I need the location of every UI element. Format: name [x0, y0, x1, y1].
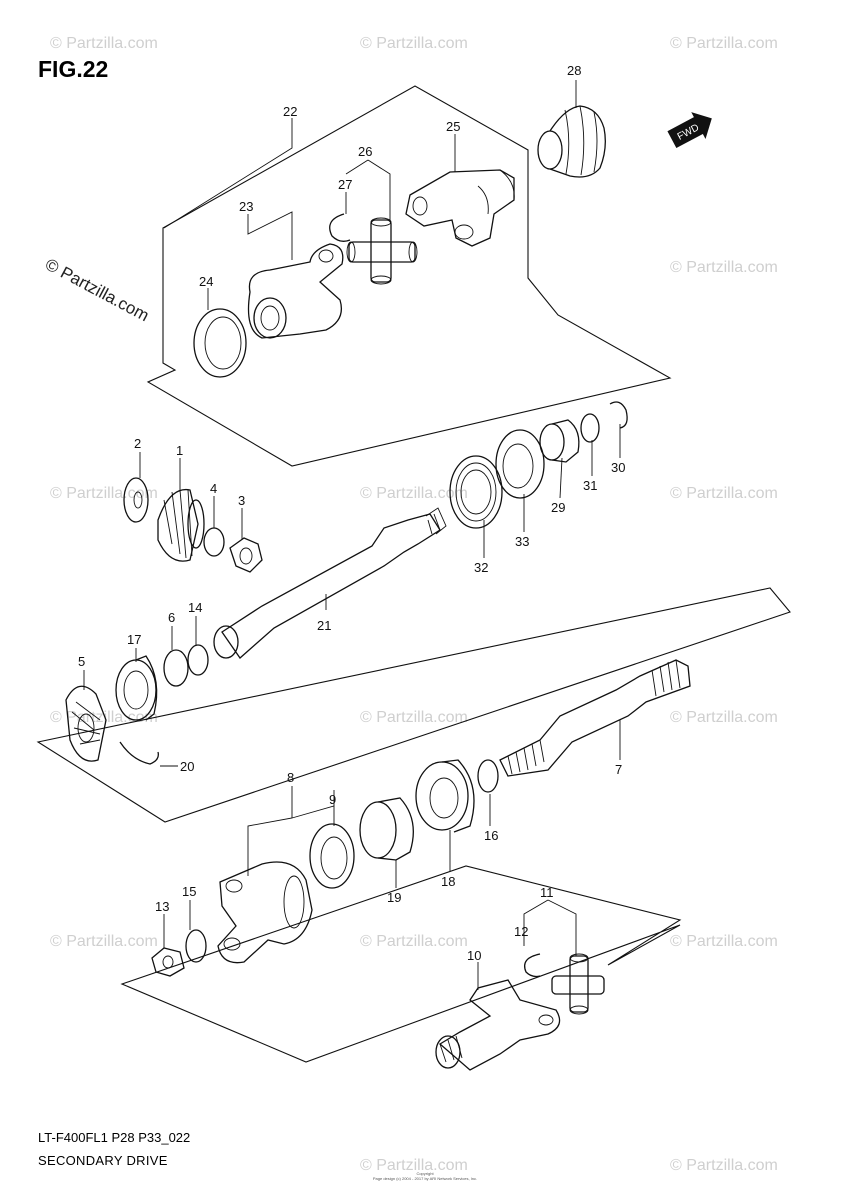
part-24-oil-seal — [193, 308, 247, 378]
part-9-seal — [309, 823, 355, 889]
part-23-yoke — [247, 243, 344, 339]
callout-32: 32 — [474, 560, 488, 575]
part-27-circlip — [329, 213, 351, 242]
callout-14: 14 — [188, 600, 202, 615]
callout-19: 19 — [387, 890, 401, 905]
part-33-seal — [495, 429, 545, 499]
part-1-bevel-gear — [157, 488, 205, 562]
assembly-frame-middle — [36, 587, 791, 823]
part-31-washer — [580, 413, 600, 443]
part-4-washer — [203, 527, 225, 557]
callout-7: 7 — [615, 762, 622, 777]
watermark-main: © Partzilla.com — [42, 255, 152, 326]
part-14-spacer — [187, 644, 209, 676]
watermark: © Partzilla.com — [360, 709, 468, 726]
part-29-spacer — [539, 419, 580, 463]
fwd-arrow-icon: FWD — [667, 112, 712, 149]
part-12-circlip — [523, 953, 541, 978]
callout-17: 17 — [127, 632, 141, 647]
model-code: LT-F400FL1 P28 P33_022 — [38, 1130, 191, 1145]
watermark: © Partzilla.com — [670, 1157, 778, 1174]
assembly-frame-upper — [146, 85, 672, 467]
watermark: © Partzilla.com — [50, 485, 158, 502]
part-18-bearing — [415, 759, 475, 833]
callout-24: 24 — [199, 274, 213, 289]
watermark: © Partzilla.com — [50, 933, 158, 950]
part-11-spider-cross — [551, 953, 605, 1015]
callout-15: 15 — [182, 884, 196, 899]
watermark: © Partzilla.com — [50, 35, 158, 52]
part-25-yoke — [405, 169, 515, 247]
watermark: © Partzilla.com — [360, 35, 468, 52]
part-15-washer — [185, 929, 207, 963]
callout-20: 20 — [180, 759, 194, 774]
callout-33: 33 — [515, 534, 529, 549]
watermark: © Partzilla.com — [670, 709, 778, 726]
callout-29: 29 — [551, 500, 565, 515]
part-6-washer — [163, 649, 189, 687]
part-28-boot — [537, 105, 606, 178]
part-26-spider-cross — [346, 217, 418, 285]
part-30-circlip — [609, 401, 628, 429]
callout-25: 25 — [446, 119, 460, 134]
watermark: © Partzilla.com — [670, 485, 778, 502]
part-16-o-ring — [477, 759, 499, 793]
callout-31: 31 — [583, 478, 597, 493]
watermark: © Partzilla.com — [670, 259, 778, 276]
watermark-layer: © Partzilla.com © Partzilla.com © Partzi… — [42, 35, 778, 1174]
callout-labels: 22 23 24 25 26 27 28 2 1 4 3 21 32 33 29… — [78, 63, 625, 963]
callout-11: 11 — [540, 885, 554, 900]
callout-16: 16 — [484, 828, 498, 843]
callout-27: 27 — [338, 177, 352, 192]
watermark: © Partzilla.com — [670, 35, 778, 52]
callout-12: 12 — [514, 924, 528, 939]
callout-9: 9 — [329, 792, 336, 807]
callout-4: 4 — [210, 481, 217, 496]
part-20-circlip — [119, 741, 159, 765]
copyright-line: Copyright — [416, 1171, 434, 1176]
callout-8: 8 — [287, 770, 294, 785]
drawing-title: SECONDARY DRIVE — [38, 1153, 168, 1168]
callout-3: 3 — [238, 493, 245, 508]
callout-30: 30 — [611, 460, 625, 475]
assembly-frame-lower — [120, 865, 682, 1063]
copyright-notice: Copyright Page design (c) 2004 - 2017 by… — [340, 1171, 510, 1181]
callout-28: 28 — [567, 63, 581, 78]
watermark: © Partzilla.com — [360, 933, 468, 950]
part-3-nut — [229, 537, 263, 573]
callout-18: 18 — [441, 874, 455, 889]
figure-title: FIG.22 — [38, 56, 109, 82]
callout-1: 1 — [176, 443, 183, 458]
part-21-propeller-shaft — [213, 507, 447, 659]
part-2-washer — [123, 477, 149, 523]
part-19-sleeve — [359, 797, 414, 861]
watermark: © Partzilla.com — [50, 709, 158, 726]
part-10-yoke — [435, 979, 561, 1071]
watermark: © Partzilla.com — [360, 485, 468, 502]
part-8-yoke-flange — [217, 861, 313, 964]
watermark: © Partzilla.com — [670, 933, 778, 950]
callout-26: 26 — [358, 144, 372, 159]
callout-23: 23 — [239, 199, 253, 214]
leader-lines — [83, 80, 621, 990]
callout-21: 21 — [317, 618, 331, 633]
callout-6: 6 — [168, 610, 175, 625]
part-5-bevel-gear — [65, 685, 107, 762]
callout-22: 22 — [283, 104, 297, 119]
callout-2: 2 — [134, 436, 141, 451]
callout-10: 10 — [467, 948, 481, 963]
callout-5: 5 — [78, 654, 85, 669]
copyright-line: Page design (c) 2004 - 2017 by ARI Netwo… — [372, 1176, 478, 1181]
part-7-output-shaft — [499, 659, 691, 777]
part-13-nut — [151, 947, 185, 977]
callout-13: 13 — [155, 899, 169, 914]
part-32-bearing — [449, 455, 503, 529]
watermark: © Partzilla.com — [360, 1157, 468, 1174]
